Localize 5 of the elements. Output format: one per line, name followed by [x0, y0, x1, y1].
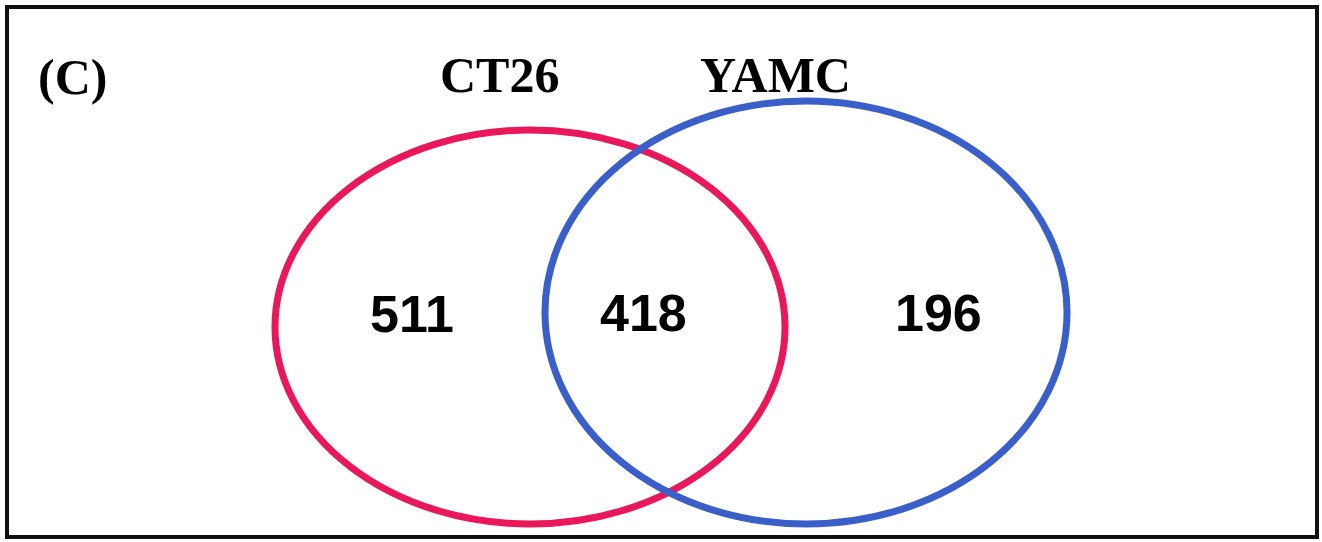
- count-label: 511: [370, 288, 454, 340]
- set-label: YAMC: [700, 50, 851, 100]
- count-label: 196: [895, 287, 982, 339]
- set-label: CT26: [440, 50, 560, 100]
- count-label: 418: [600, 287, 687, 339]
